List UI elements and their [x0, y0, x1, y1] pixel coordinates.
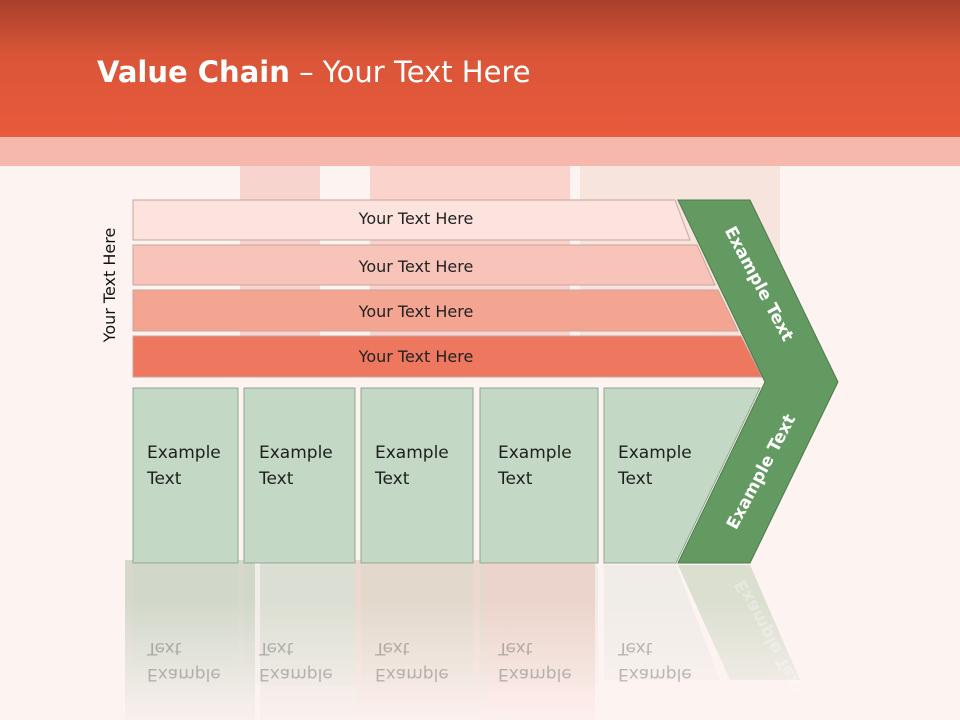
box-4-line1: Example: [498, 443, 572, 463]
box-3-refl-line2: Text: [375, 638, 410, 658]
side-label-text: Your Text Here: [100, 227, 119, 343]
reflection-fade: [0, 600, 960, 720]
box-4-line2: Text: [498, 469, 533, 489]
box-5-shape: [603, 387, 761, 564]
box-2-refl-line2: Text: [259, 638, 294, 658]
box-3-reflection: Example Text: [375, 635, 449, 687]
box-3-shape: [360, 387, 474, 564]
header-bar: [0, 0, 960, 137]
box-1-reflection: Example Text: [147, 635, 221, 687]
box-2-line2: Text: [259, 469, 294, 489]
bar-1-shape: [132, 199, 691, 241]
title-rest: – Your Text Here: [289, 55, 531, 89]
box-4-refl-line1: Example: [498, 664, 572, 684]
box-2-line1: Example: [259, 443, 333, 463]
title-bold: Value Chain: [97, 55, 290, 89]
box-3-line1: Example: [375, 443, 449, 463]
box-1-refl-line1: Example: [147, 664, 221, 684]
bar-1-label: Your Text Here: [358, 209, 474, 228]
bar-3-label: Your Text Here: [358, 302, 474, 321]
box-5-reflection: Example Text: [618, 635, 692, 687]
box-2-reflection: Example Text: [259, 635, 333, 687]
chevron-arrow-shape: [677, 199, 839, 564]
box-1-line1: Example: [147, 443, 221, 463]
bar-2-shape: [132, 244, 716, 286]
box-5-refl-line2: Text: [618, 638, 653, 658]
box-3-refl-line1: Example: [375, 664, 449, 684]
bar-4-shape: [132, 335, 763, 378]
bar-4-label: Your Text Here: [358, 347, 474, 366]
box-5-refl-line1: Example: [618, 664, 692, 684]
box-1-shape: [132, 387, 239, 564]
box-4-refl-line2: Text: [498, 638, 533, 658]
bar-3-shape: [132, 289, 739, 332]
box-4-reflection: Example Text: [498, 635, 572, 687]
box-5-line2: Text: [618, 469, 653, 489]
box-1-line2: Text: [147, 469, 182, 489]
header-band: [0, 137, 960, 166]
box-2-refl-line1: Example: [259, 664, 333, 684]
box-2-shape: [243, 387, 356, 564]
bar-2-label: Your Text Here: [358, 257, 474, 276]
box-4-shape: [479, 387, 599, 564]
box-5-line1: Example: [618, 443, 692, 463]
page-title: Value Chain – Your Text Here: [97, 55, 531, 89]
box-1-refl-line2: Text: [147, 638, 182, 658]
box-3-line2: Text: [375, 469, 410, 489]
